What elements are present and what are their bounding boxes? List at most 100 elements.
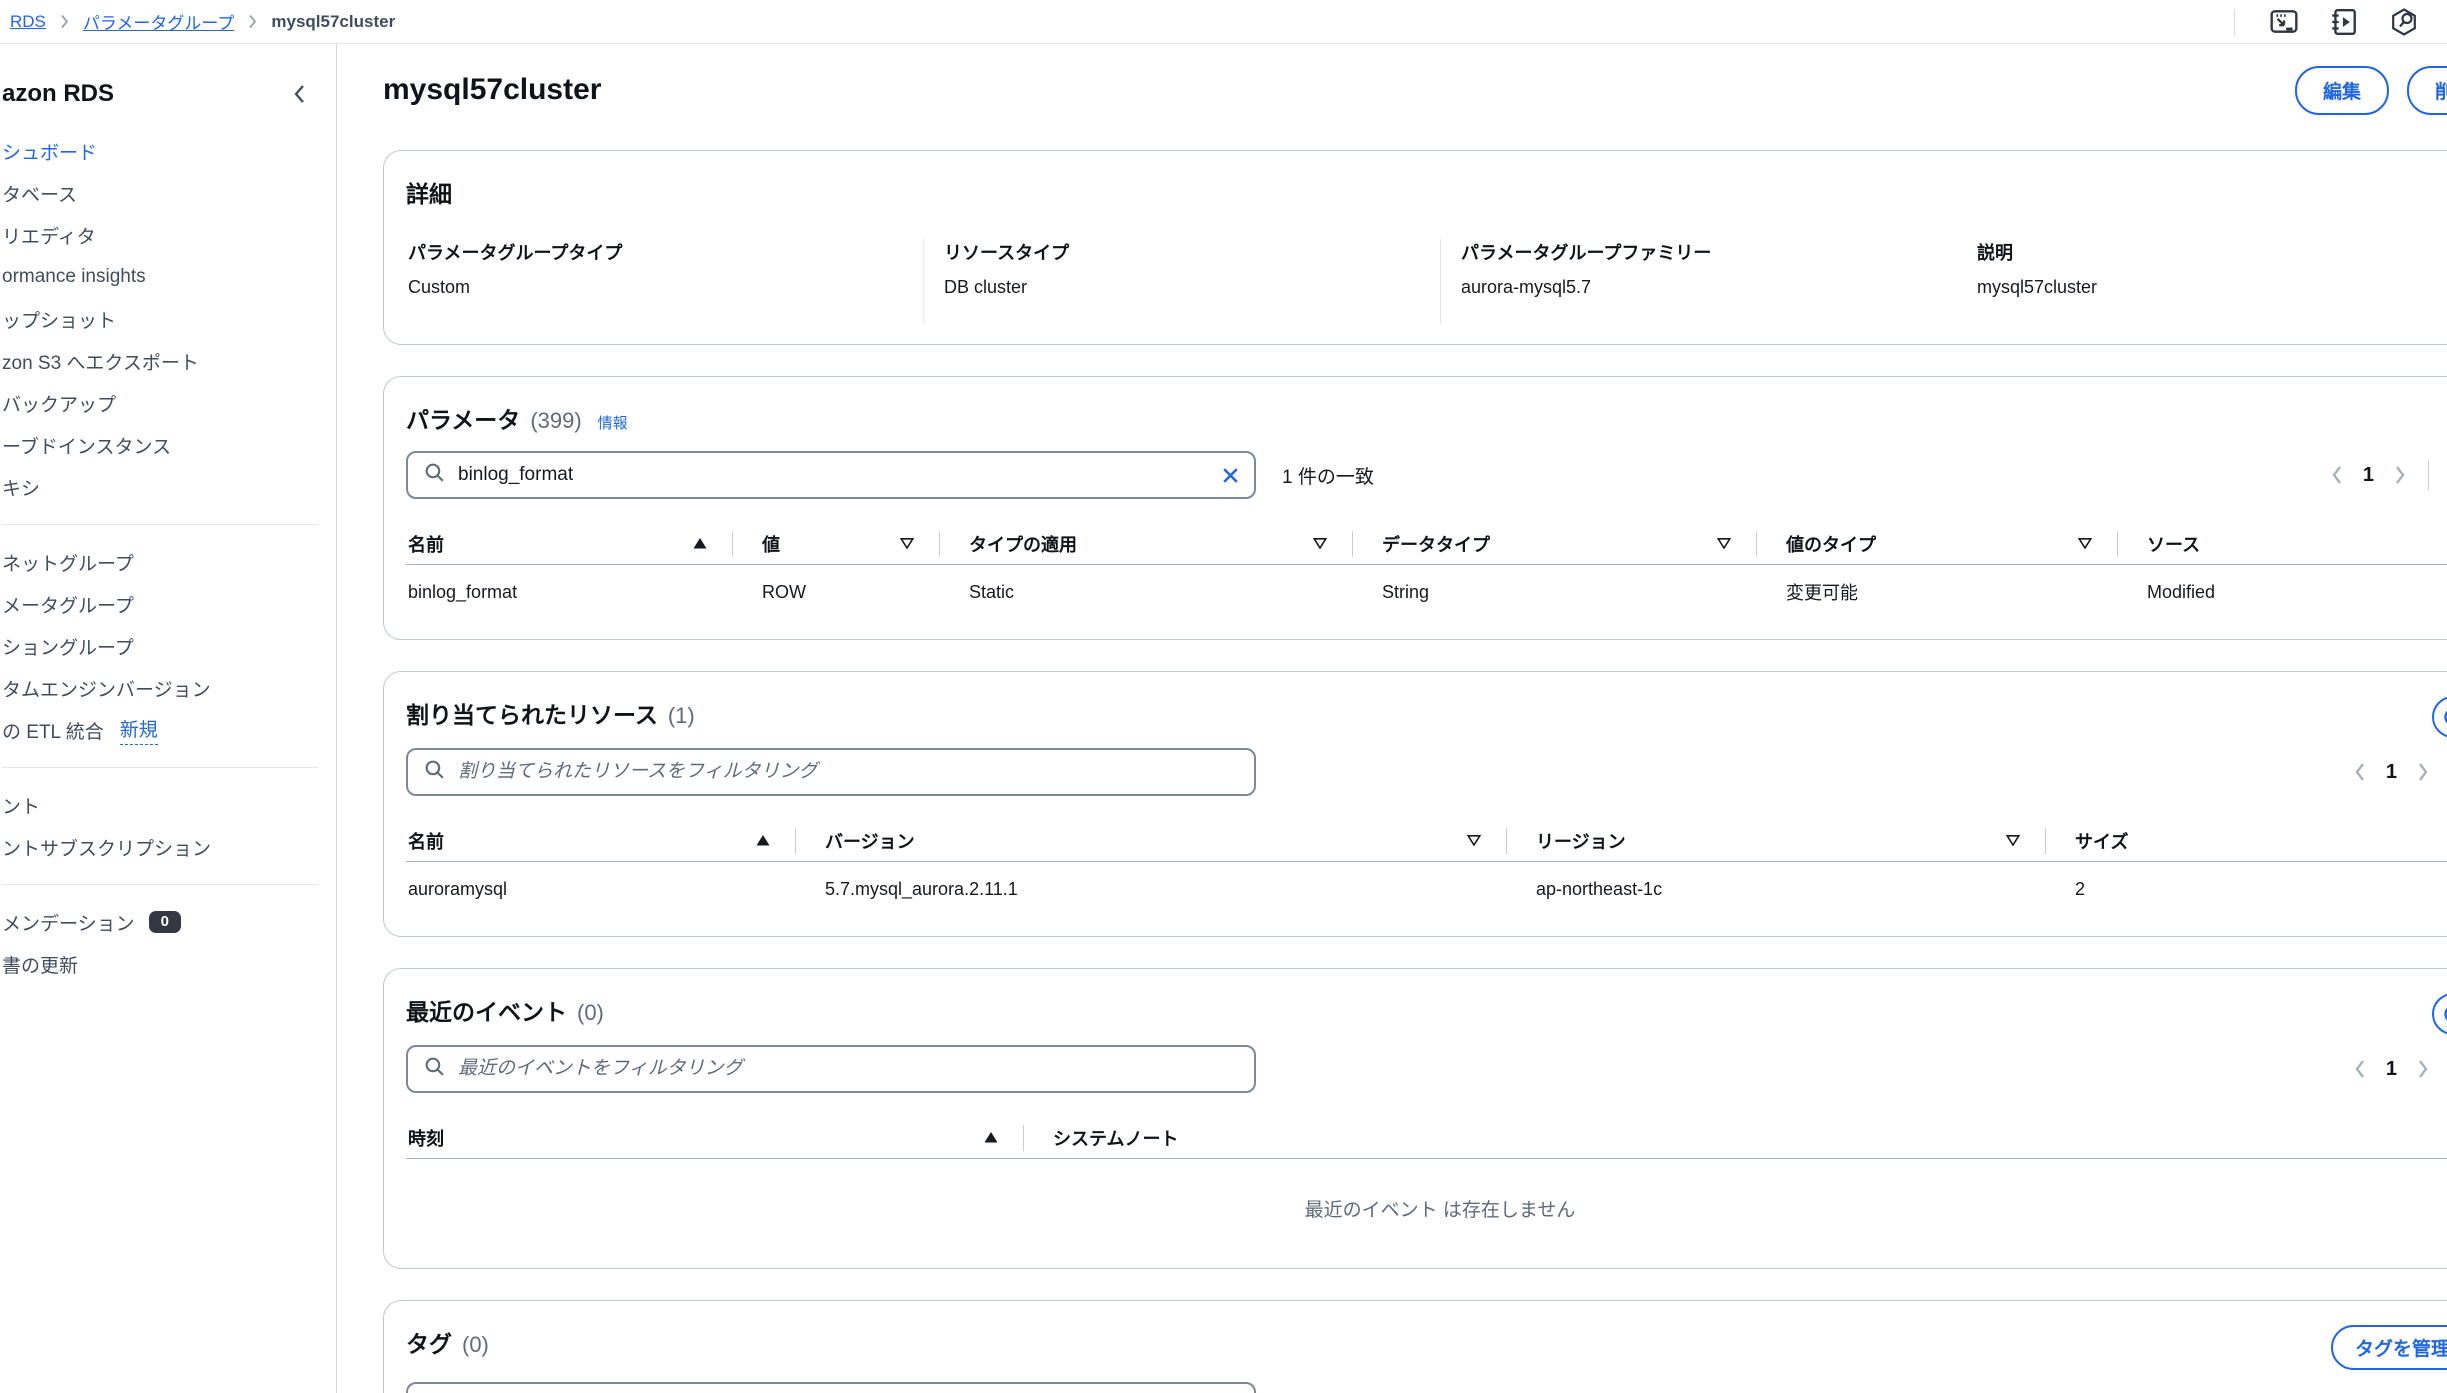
sidebar-item-backups[interactable]: バックアップ	[2, 382, 336, 424]
column-header-apply-type[interactable]: タイプの適用	[939, 523, 1352, 564]
column-header-value-type[interactable]: 値のタイプ	[1756, 523, 2117, 564]
sidebar-item-recommendations[interactable]: メンデーション 0	[2, 901, 336, 943]
sidebar-item-events[interactable]: ント	[2, 784, 336, 826]
column-label: サイズ	[2075, 831, 2129, 852]
delete-button[interactable]: 削除	[2406, 65, 2447, 115]
sort-down-icon	[900, 538, 914, 549]
sidebar-item-snapshots[interactable]: ップショット	[2, 298, 336, 340]
detail-value: DB cluster	[944, 277, 1028, 297]
column-label: 時刻	[408, 1128, 444, 1149]
topbar-divider	[2234, 8, 2235, 35]
chevron-right-icon	[248, 14, 257, 29]
chevron-right-icon	[60, 14, 69, 29]
sidebar-item-dashboard[interactable]: シュボード	[2, 130, 336, 172]
cell-value: ROW	[762, 581, 806, 602]
sidebar-item-event-subscriptions[interactable]: ントサブスクリプション	[2, 826, 336, 868]
detail-field: 説明 mysql57cluster	[1957, 239, 2447, 324]
edit-button[interactable]: 編集	[2294, 65, 2389, 115]
events-filter	[406, 1045, 1256, 1093]
detail-field: リソースタイプ DB cluster	[923, 239, 1440, 324]
manage-tags-button[interactable]: タグを管理	[2330, 1325, 2447, 1370]
sidebar-item-certificate-update[interactable]: 書の更新	[2, 943, 336, 985]
sidebar-group-3: ント ントサブスクリプション	[2, 784, 336, 868]
detail-label: パラメータグループタイプ	[408, 243, 623, 263]
page-number[interactable]: 1	[2385, 1057, 2397, 1080]
column-header-size[interactable]: サイズ	[2045, 820, 2447, 861]
table-row: binlog_format ROW Static String 変更可能 Mod…	[406, 565, 2447, 619]
sidebar-item-label: メンデーション	[2, 913, 135, 935]
breadcrumb-link-rds[interactable]: RDS	[10, 11, 46, 31]
sidebar-item-subnet-groups[interactable]: ネットグループ	[2, 541, 336, 583]
cell-region: ap-northeast-1c	[1536, 878, 1663, 899]
events-filter-input[interactable]	[458, 1058, 1240, 1080]
cell-source: Modified	[2147, 581, 2216, 602]
detail-label: 説明	[1977, 243, 2013, 263]
resources-filter-input[interactable]	[458, 761, 1240, 783]
sort-down-icon	[1313, 538, 1327, 549]
sidebar-item-zero-etl[interactable]: の ETL 統合新規	[2, 709, 336, 751]
events-pagination: 1	[2354, 1056, 2447, 1083]
sidebar-item-custom-engine-versions[interactable]: タムエンジンバージョン	[2, 667, 336, 709]
sidebar-item-label: ント	[2, 796, 41, 818]
breadcrumb-link-parameter-groups[interactable]: パラメータグループ	[82, 14, 235, 33]
page-number[interactable]: 1	[2385, 760, 2397, 783]
events-count: (0)	[577, 1000, 604, 1025]
info-link[interactable]: 情報	[597, 415, 628, 432]
clear-search-icon[interactable]	[1221, 466, 1240, 485]
column-header-name[interactable]: 名前	[406, 523, 732, 564]
next-page-icon[interactable]	[2394, 465, 2406, 485]
tags-filter	[406, 1382, 1256, 1393]
search-icon	[424, 1056, 445, 1082]
next-page-icon[interactable]	[2417, 762, 2429, 782]
new-badge-link[interactable]: 新規	[119, 715, 158, 745]
column-label: 値のタイプ	[1786, 534, 1876, 555]
sidebar-item-parameter-groups[interactable]: メータグループ	[2, 583, 336, 625]
events-card: 最近のイベント (0) 1	[383, 968, 2447, 1269]
sidebar-item-label: の ETL 統合	[2, 721, 104, 743]
column-header-name[interactable]: 名前	[406, 820, 795, 861]
page-title: mysql57cluster	[383, 73, 602, 106]
column-label: 値	[762, 534, 780, 555]
search-icon	[424, 462, 445, 488]
page-number[interactable]: 1	[2362, 463, 2374, 486]
detail-value: mysql57cluster	[1977, 277, 2098, 297]
column-header-value[interactable]: 値	[732, 523, 939, 564]
sidebar-item-performance-insights[interactable]: ormance insights	[2, 256, 336, 298]
sort-ascending-icon	[756, 835, 770, 846]
notebook-icon[interactable]	[2329, 7, 2359, 37]
parameters-pagination: 1	[2331, 460, 2447, 490]
hexagon-status-icon[interactable]	[2389, 7, 2419, 37]
cloudshell-icon[interactable]	[2269, 7, 2299, 37]
column-header-source[interactable]: ソース	[2117, 523, 2447, 564]
column-header-system-notes[interactable]: システムノート	[1023, 1117, 2447, 1158]
cell-size: 2	[2075, 878, 2086, 899]
parameters-search-input[interactable]	[458, 464, 1208, 486]
detail-value: aurora-mysql5.7	[1461, 277, 1592, 297]
sort-ascending-icon	[693, 538, 707, 549]
column-header-data-type[interactable]: データタイプ	[1352, 523, 1756, 564]
column-header-time[interactable]: 時刻	[406, 1117, 1023, 1158]
details-card: 詳細 パラメータグループタイプ Custom リソースタイプ DB cluste…	[383, 150, 2447, 345]
previous-page-icon[interactable]	[2354, 762, 2366, 782]
sidebar-item-s3-export[interactable]: zon S3 へエクスポート	[2, 340, 336, 382]
refresh-icon[interactable]	[2432, 696, 2447, 738]
topbar-icons	[2234, 7, 2419, 37]
resources-filter	[406, 748, 1256, 796]
sidebar-item-databases[interactable]: タベース	[2, 172, 336, 214]
sidebar-item-option-groups[interactable]: ショングループ	[2, 625, 336, 667]
sort-down-icon	[2006, 835, 2020, 846]
previous-page-icon[interactable]	[2331, 465, 2343, 485]
sidebar-item-label: 書の更新	[2, 955, 79, 977]
refresh-icon[interactable]	[2432, 993, 2447, 1035]
column-header-region[interactable]: リージョン	[1506, 820, 2045, 861]
next-page-icon[interactable]	[2417, 1059, 2429, 1079]
pager-divider	[2428, 460, 2429, 490]
sidebar-item-label: zon S3 へエクスポート	[2, 352, 199, 374]
count-badge: 0	[148, 910, 181, 934]
collapse-sidebar-button[interactable]	[293, 84, 306, 104]
previous-page-icon[interactable]	[2354, 1059, 2366, 1079]
sidebar-item-query-editor[interactable]: リエディタ	[2, 214, 336, 256]
column-header-version[interactable]: バージョン	[795, 820, 1506, 861]
sidebar-item-reserved-instances[interactable]: ーブドインスタンス	[2, 424, 336, 466]
sidebar-item-proxies[interactable]: キシ	[2, 466, 336, 508]
